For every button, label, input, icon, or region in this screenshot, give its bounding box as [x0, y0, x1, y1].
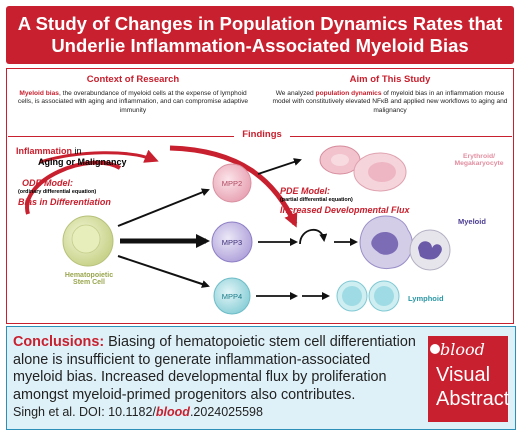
- megakaryocyte-nucleus: [368, 162, 396, 182]
- erythroid-label-line-1: Erythroid/: [462, 153, 496, 160]
- inflammation-in: in: [72, 146, 82, 156]
- citation-pre: Singh et al. DOI: 10.1182/: [13, 405, 156, 419]
- title-banner: A Study of Changes in Population Dynamic…: [6, 6, 514, 64]
- title-line-1: A Study of Changes in Population Dynamic…: [17, 13, 503, 34]
- lymphoid-cell-1-nucleus: [342, 286, 362, 306]
- blood-logo: blood: [440, 340, 485, 359]
- flux-red-arrow: [169, 145, 298, 228]
- hsc-to-mpp2-arrow: [117, 188, 210, 227]
- lymphoid-cell-2-nucleus: [374, 286, 394, 306]
- aim-text: We analyzed population dynamics of myelo…: [270, 90, 510, 115]
- hsc-to-mpp4-arrow: [117, 255, 210, 288]
- inflammation-context: Aging or Malignancy: [38, 157, 127, 167]
- conclusions-heading: Conclusions:: [13, 334, 105, 350]
- hsc-label-line-2: Stem Cell: [73, 279, 105, 286]
- mpp4-cell: [213, 277, 251, 315]
- inflammation-term: Inflammation: [16, 146, 73, 156]
- findings-heading: Findings: [234, 129, 290, 140]
- citation-journal: blood: [155, 405, 190, 419]
- hsc-label-line-1: Hematopoietic: [64, 272, 114, 279]
- aim-body: of myeloid bias in an inflammation mouse…: [272, 90, 508, 114]
- aim-term: population dynamics: [315, 90, 382, 97]
- citation: Singh et al. DOI: 10.1182/blood.20240255…: [13, 405, 263, 419]
- ode-title: ODE Model:: [22, 178, 73, 188]
- page-title: A Study of Changes in Population Dynamic…: [16, 13, 504, 57]
- conclusions-body: Biasing of hematopoietic stem cell diffe…: [13, 334, 416, 403]
- blood-drop-icon: [430, 344, 440, 354]
- ode-subtitle: (ordinary differential equation): [18, 189, 97, 195]
- content-panel: [6, 68, 514, 324]
- title-line-2: Underlie Inflammation-Associated Myeloid…: [51, 35, 469, 56]
- mpp3-cell: [211, 221, 253, 263]
- mpp3-label: MPP3: [222, 238, 242, 247]
- mpp4-label: MPP4: [222, 292, 242, 301]
- mpp2-forward-arrow: [257, 158, 302, 175]
- ode-result: Bias in Differentiation: [18, 197, 111, 207]
- context-body: , the overabundance of myeloid cells at …: [17, 90, 249, 114]
- mpp2-cell: [212, 163, 252, 203]
- inflammation-arrow-2: [39, 149, 159, 164]
- inflammation-arrow: [25, 160, 122, 215]
- pde-subtitle: (partial differential equation): [280, 197, 353, 203]
- conclusions-text: Conclusions: Biasing of hematopoietic st…: [13, 334, 423, 404]
- hsc-label: Hematopoietic Stem Cell: [58, 272, 120, 286]
- hsc-nucleus: [71, 224, 101, 254]
- erythroid-cell-1-center: [331, 154, 349, 166]
- context-term: Myeloid bias: [19, 90, 59, 97]
- self-renewal-arrow: [299, 229, 328, 245]
- mpp2-label: MPP2: [222, 179, 242, 188]
- myeloid-label: Myeloid: [458, 217, 486, 226]
- badge-line-2: Abstract: [436, 388, 510, 410]
- context-heading: Context of Research: [86, 74, 180, 85]
- badge-line-1: Visual: [436, 364, 491, 386]
- aim-pre: We analyzed: [275, 90, 316, 97]
- myeloid-cell-1-nucleus: [371, 231, 399, 255]
- aim-heading: Aim of This Study: [349, 74, 431, 85]
- erythroid-label: Erythroid/ Megakaryocyte: [444, 153, 514, 167]
- blood-visual-abstract-badge: blood Visual Abstract: [428, 336, 510, 422]
- myeloid-cell-2-nucleus: [418, 241, 442, 260]
- inflammation-label: Inflammation in: [16, 146, 82, 156]
- context-text: Myeloid bias, the overabundance of myelo…: [14, 90, 252, 115]
- citation-post: .2024025598: [189, 405, 263, 419]
- pde-title: PDE Model:: [280, 186, 331, 196]
- pde-result: Increased Developmental Flux: [280, 205, 410, 215]
- erythroid-label-line-2: Megakaryocyte: [454, 160, 504, 167]
- lymphoid-label: Lymphoid: [408, 294, 444, 303]
